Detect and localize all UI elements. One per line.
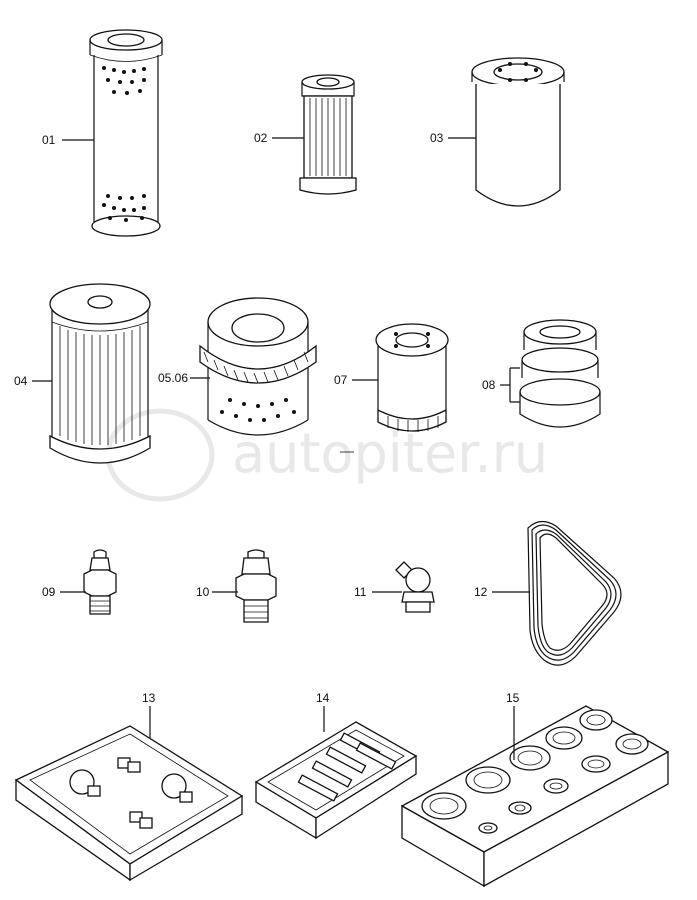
callout-13: 13 <box>142 691 156 705</box>
part-14[interactable]: 14 <box>254 691 418 840</box>
part-04[interactable]: 04 <box>14 283 151 464</box>
grip-lines <box>387 416 439 432</box>
part-12[interactable]: 12 <box>474 520 622 666</box>
part-13[interactable]: 13 <box>14 691 244 882</box>
callout-14: 14 <box>316 691 330 705</box>
part-08[interactable]: 08 <box>482 319 601 428</box>
part-01[interactable]: 01 <box>42 29 163 237</box>
callout-04: 04 <box>14 374 28 388</box>
callout-15: 15 <box>506 691 520 705</box>
part-15[interactable]: 15 <box>400 691 670 888</box>
callout-11: 11 <box>354 585 367 599</box>
ports <box>421 709 649 834</box>
callout-03: 03 <box>430 131 444 145</box>
perforation-dots-top <box>102 66 146 95</box>
callout-10: 10 <box>196 585 210 599</box>
gear-teeth <box>203 351 309 384</box>
pleat-lines <box>309 98 347 176</box>
watermark-text: autopiter.ru <box>232 422 548 485</box>
callout-12: 12 <box>474 585 488 599</box>
part-11[interactable]: 11 <box>354 561 435 613</box>
part-09[interactable]: 09 <box>42 549 117 615</box>
part-02[interactable]: 02 <box>254 74 357 195</box>
callout-02: 02 <box>254 131 268 145</box>
watermark: autopiter.ru <box>105 408 548 502</box>
part-10[interactable]: 10 <box>196 549 277 623</box>
fuses-in-tray <box>297 732 397 802</box>
callout-07: 07 <box>334 373 348 387</box>
gear-ring-icon <box>199 344 317 384</box>
callout-09: 09 <box>42 585 56 599</box>
perforation-dots-bottom <box>102 194 146 222</box>
nipples-in-tray <box>69 757 193 829</box>
part-07[interactable]: 07 <box>334 323 449 453</box>
callout-01: 01 <box>42 133 56 147</box>
callout-05-06: 05.06 <box>158 371 188 385</box>
callout-08: 08 <box>482 378 496 392</box>
perforation-dots-05 <box>220 398 296 422</box>
pleat-lines-large <box>59 326 141 445</box>
part-05-06[interactable]: 05.06 <box>158 297 317 436</box>
part-03[interactable]: 03 <box>430 57 565 207</box>
